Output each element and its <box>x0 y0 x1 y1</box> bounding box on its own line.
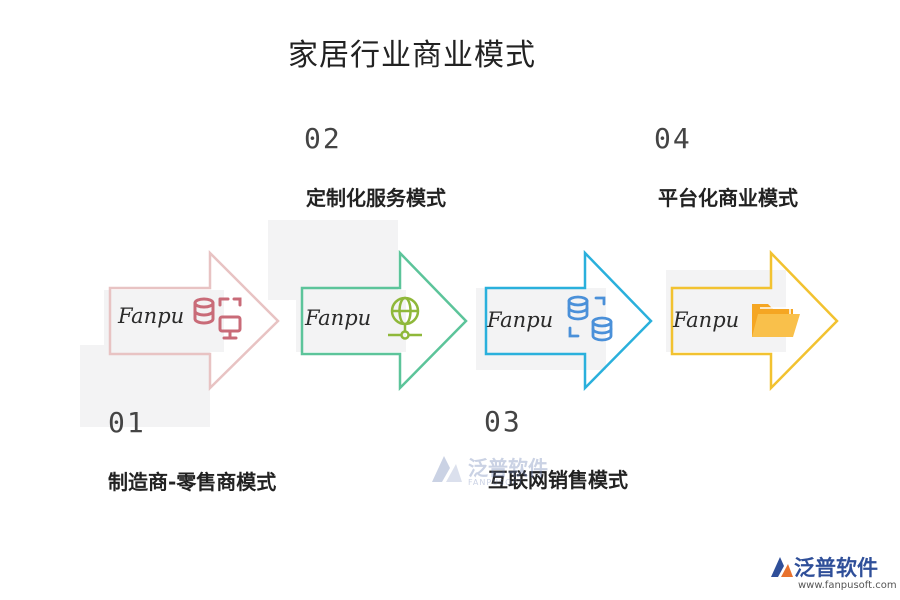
database-transfer-icon <box>193 297 242 340</box>
step-number-01: 01 <box>108 406 146 439</box>
watermark-text: Fanpu <box>673 308 740 332</box>
watermark-text: Fanpu <box>118 304 185 328</box>
footer-brand: 泛普软件 <box>794 556 878 580</box>
folder-icon <box>752 304 800 337</box>
watermark-text: Fanpu <box>487 308 554 332</box>
page-title: 家居行业商业模式 <box>288 38 536 73</box>
network-globe-icon <box>388 296 422 340</box>
step-label-01: 制造商-零售商模式 <box>108 470 277 494</box>
database-sync-icon <box>567 295 613 342</box>
background-block <box>296 290 406 352</box>
step-label-02: 定制化服务模式 <box>306 186 446 210</box>
center-logo-sub: FANPUSOFT <box>468 478 524 487</box>
watermark-text: Fanpu <box>305 306 372 330</box>
center-logo-brand: 泛普软件 <box>468 456 548 480</box>
background-block <box>80 345 210 427</box>
step-number-02: 02 <box>304 122 342 155</box>
arrow-shape <box>108 249 280 391</box>
step-number-04: 04 <box>654 122 692 155</box>
arrow-shape <box>300 249 468 392</box>
arrow-shape <box>670 249 839 392</box>
footer-url[interactable]: www.fanpusoft.com <box>798 580 897 591</box>
step-label-04: 平台化商业模式 <box>658 186 798 210</box>
arrow-shape <box>484 249 653 392</box>
background-block <box>268 220 398 300</box>
step-number-03: 03 <box>484 405 522 438</box>
fanpu-logo-icon <box>432 456 462 482</box>
step-label-03: 互联网销售模式 <box>488 468 628 492</box>
center-watermark-logo: 泛普软件 FANPUSOFT <box>428 452 548 490</box>
fanpu-logo-icon <box>771 557 793 577</box>
